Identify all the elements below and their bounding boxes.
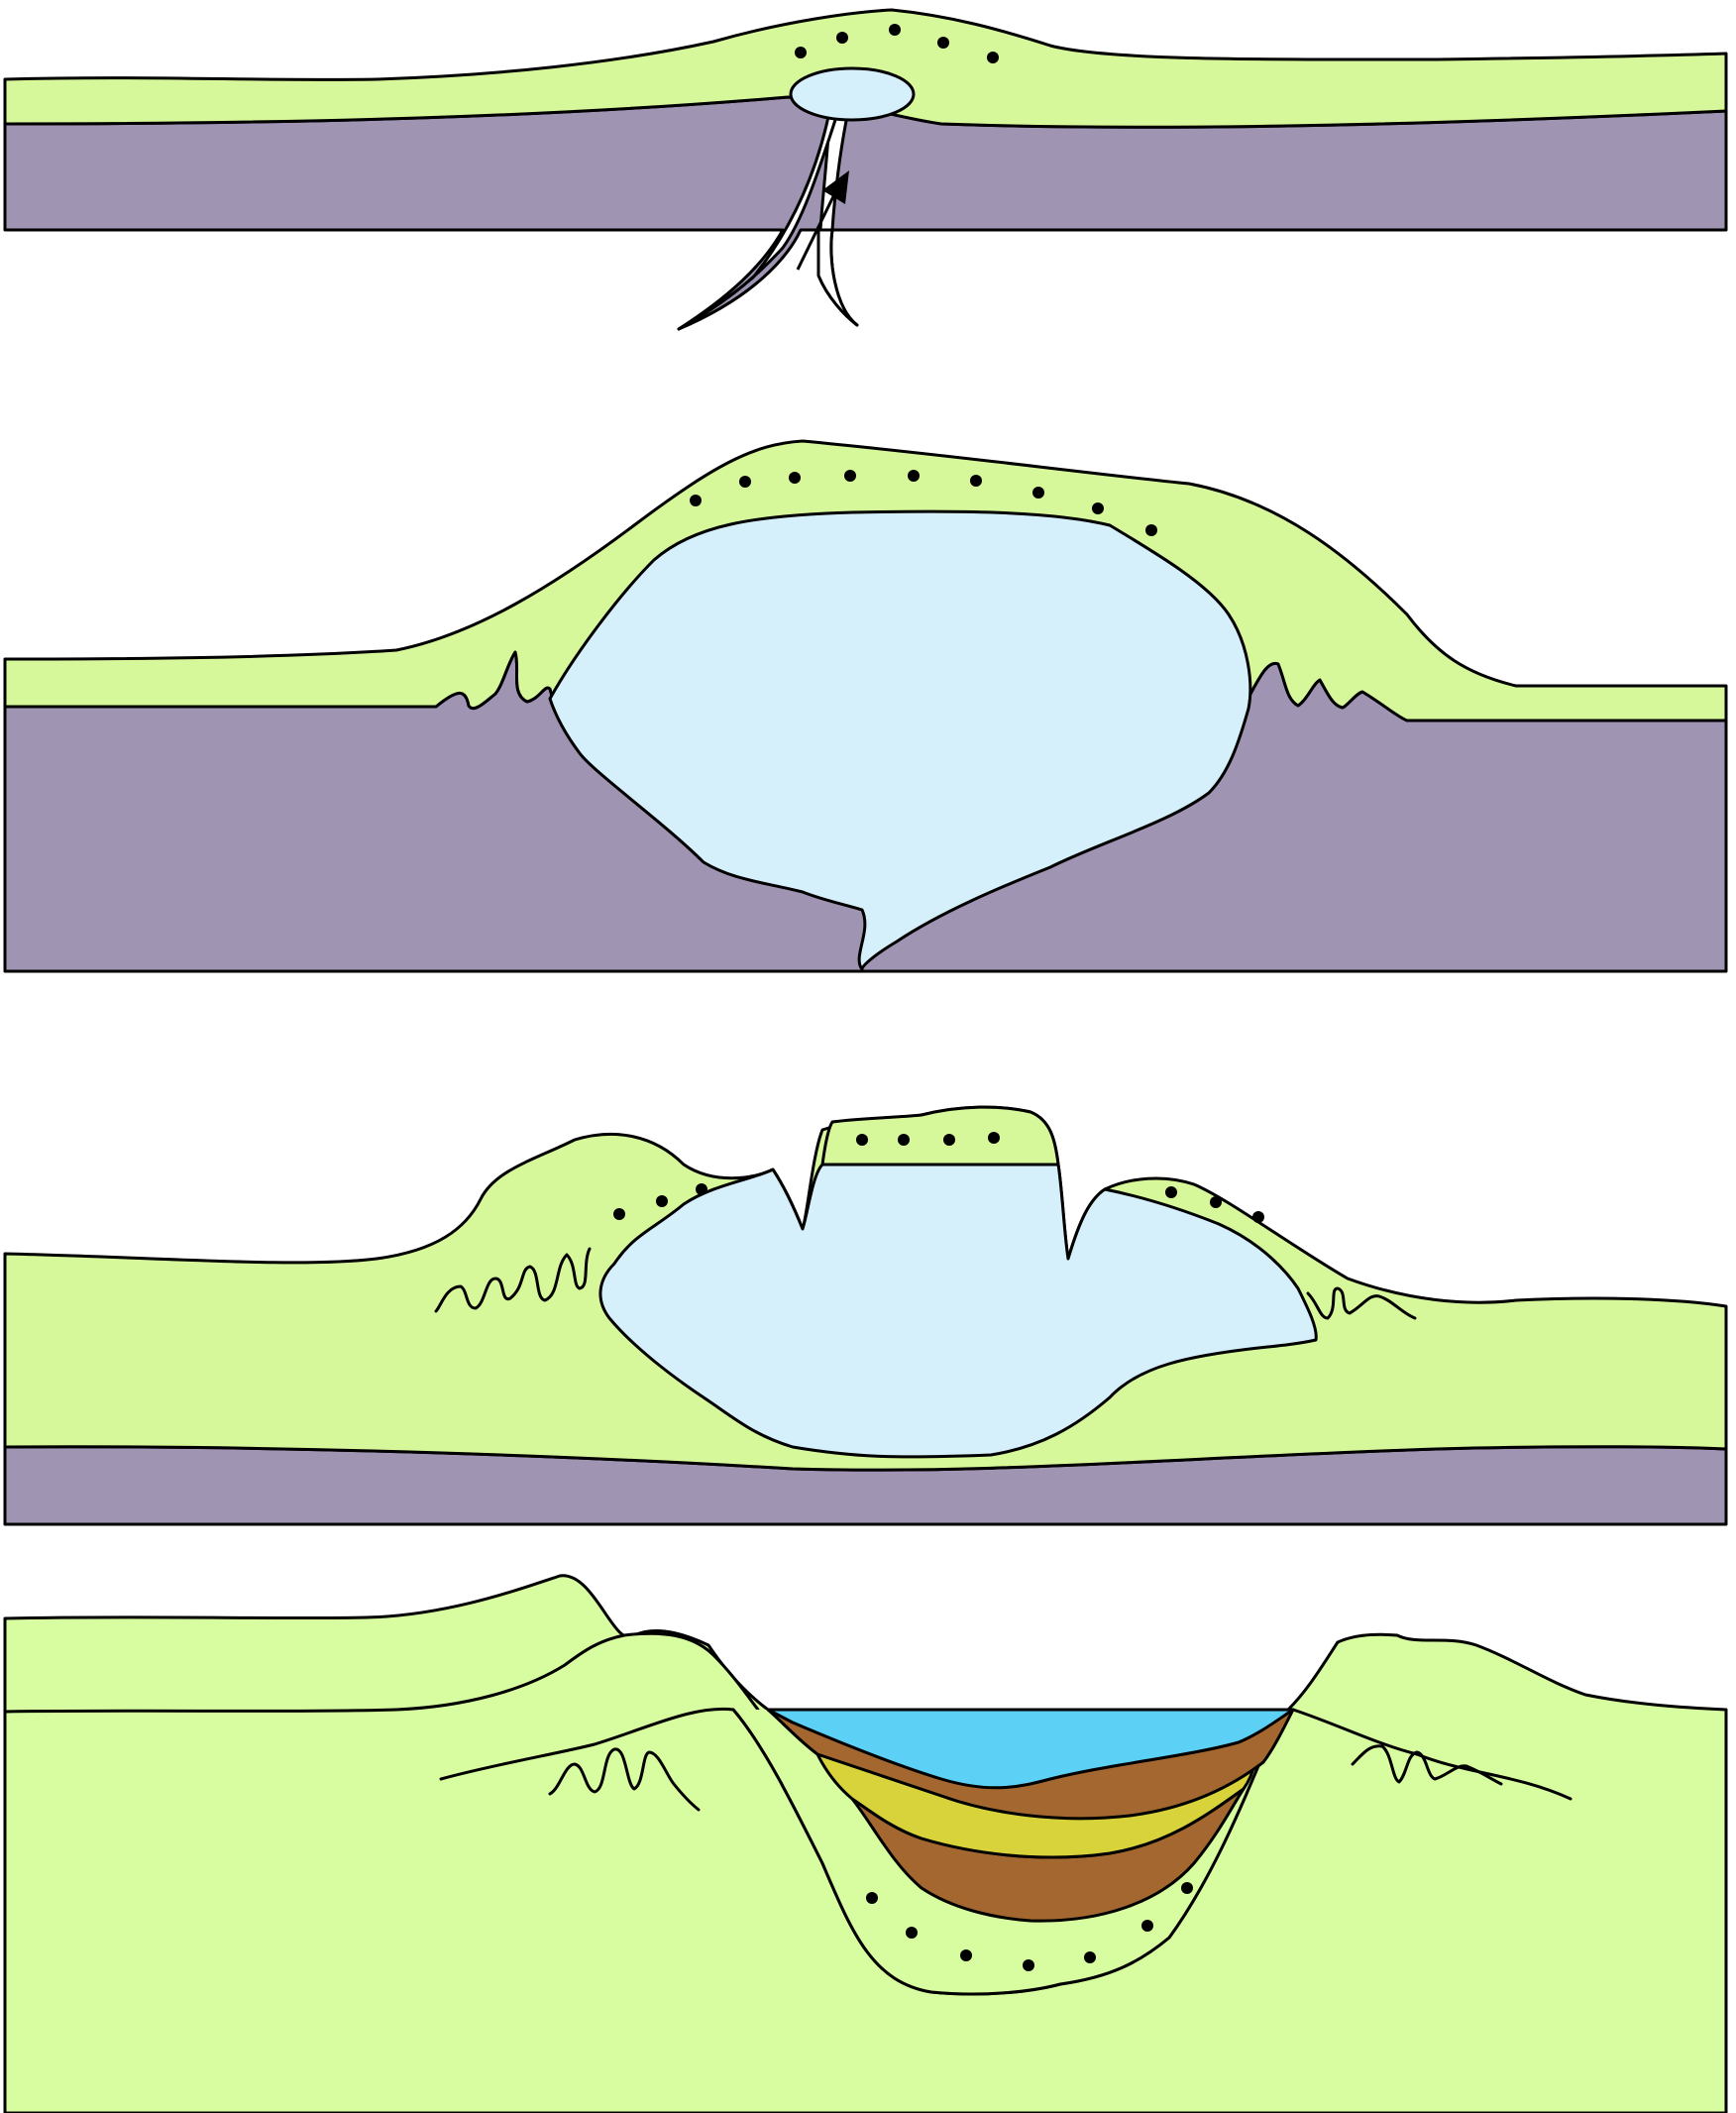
marker-dot	[866, 1892, 878, 1904]
panel-1-magma-chamber	[791, 68, 914, 120]
marker-dot	[987, 52, 999, 63]
panel-2	[5, 441, 1726, 971]
marker-dot	[906, 1927, 918, 1939]
marker-dot	[1210, 1196, 1222, 1208]
marker-dot	[1165, 1186, 1177, 1198]
panel-1-magma-conduit	[818, 230, 857, 325]
marker-dot	[960, 1949, 972, 1961]
marker-dot	[898, 1134, 910, 1146]
marker-dot	[1023, 1959, 1034, 1971]
marker-dot	[690, 495, 702, 506]
marker-dot	[1141, 1920, 1153, 1932]
marker-dot	[1092, 502, 1104, 514]
marker-dot	[844, 470, 856, 482]
marker-dot	[937, 37, 949, 49]
marker-dot	[789, 472, 801, 484]
panel-4	[5, 1576, 1726, 2113]
marker-dot	[1145, 524, 1157, 536]
marker-dot	[943, 1134, 955, 1146]
marker-dot	[656, 1195, 668, 1207]
marker-dot	[613, 1208, 625, 1220]
marker-dot	[908, 470, 920, 482]
marker-dot	[1181, 1882, 1193, 1894]
marker-dot	[1252, 1211, 1264, 1223]
marker-dot	[836, 32, 848, 44]
marker-dot	[696, 1183, 707, 1195]
marker-dot	[988, 1132, 1000, 1144]
panel-3	[5, 1107, 1726, 1524]
panel-1	[5, 10, 1726, 329]
marker-dot	[739, 476, 751, 488]
marker-dot	[856, 1134, 868, 1146]
marker-dot	[889, 24, 901, 36]
marker-dot	[795, 47, 807, 58]
marker-dot	[970, 475, 982, 487]
marker-dot	[1084, 1951, 1096, 1963]
panel-1-bedrock	[5, 97, 1726, 329]
marker-dot	[1032, 487, 1044, 499]
